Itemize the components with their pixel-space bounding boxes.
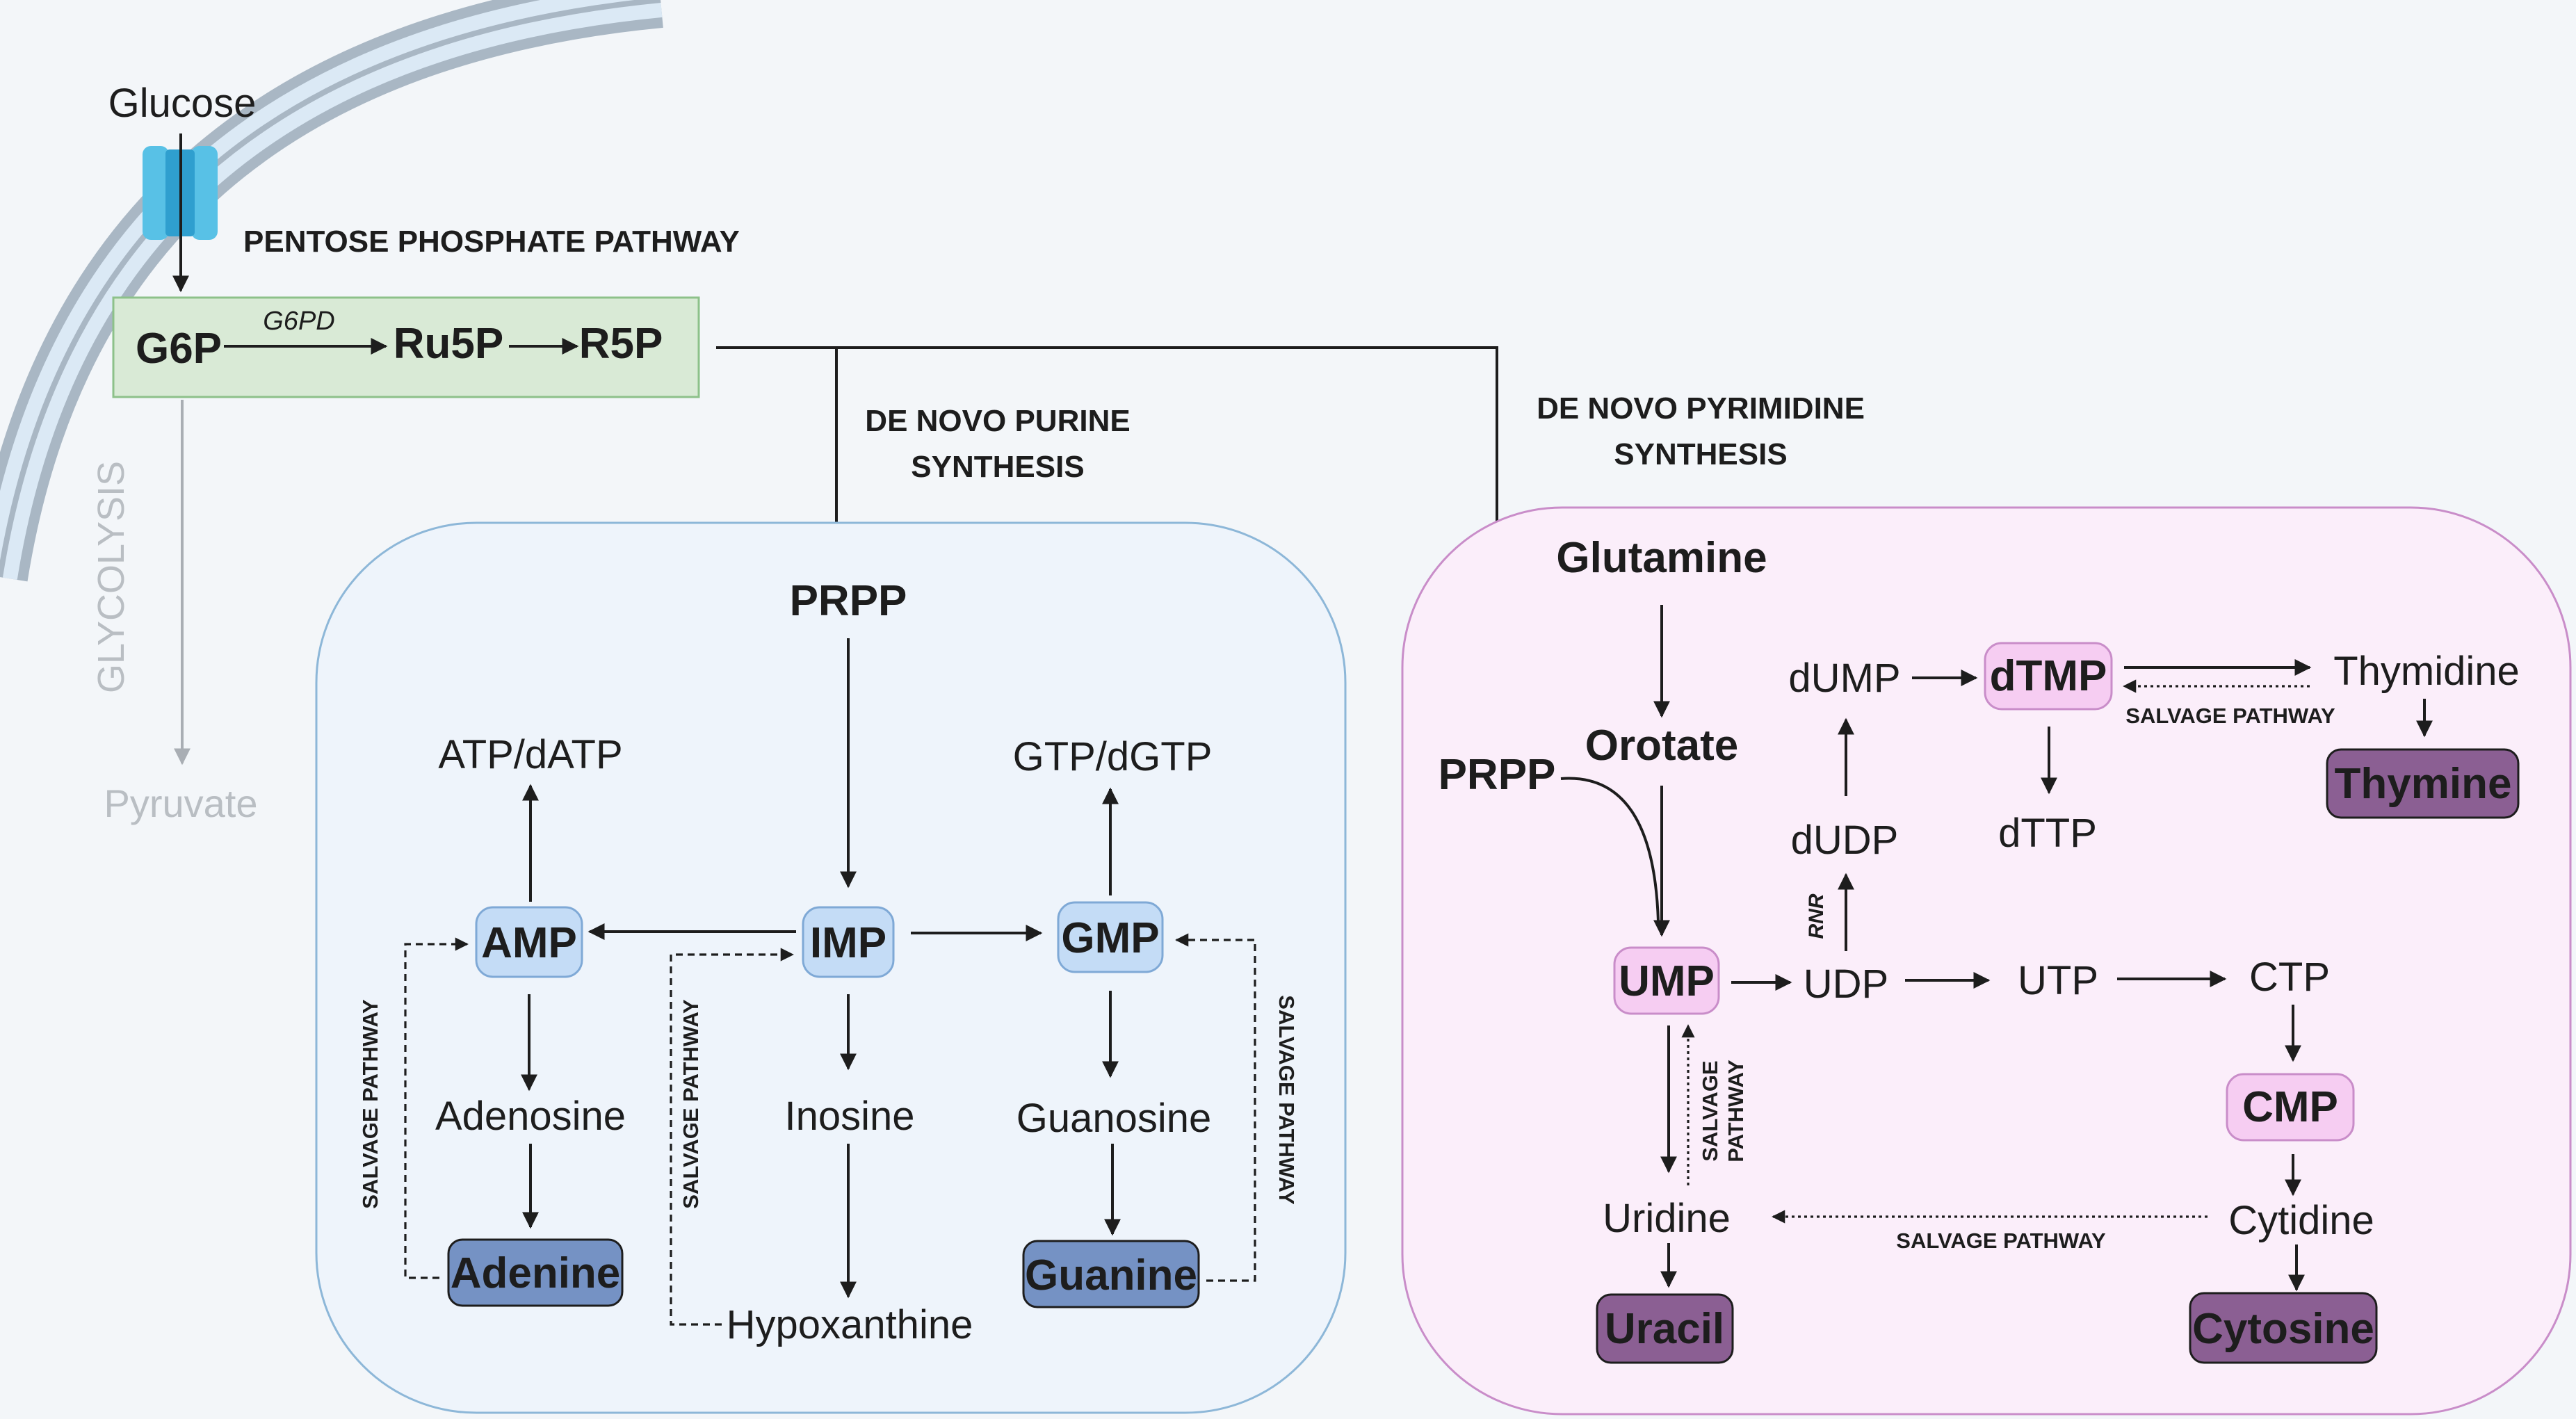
glucose-transporter-icon	[143, 146, 218, 240]
imp-node	[802, 906, 895, 978]
guanine-label: Guanine	[1025, 1251, 1197, 1299]
amp-node	[475, 906, 583, 978]
dump-label: dUMP	[1788, 656, 1900, 701]
ctp-label: CTP	[2249, 955, 2330, 1000]
cytidine-salvage-label: SALVAGE PATHWAY	[1896, 1229, 2106, 1253]
dudp-label: dUDP	[1791, 818, 1899, 863]
cytidine-label: Cytidine	[2228, 1198, 2374, 1243]
rnr-label: RNR	[1805, 893, 1828, 939]
utp-label: UTP	[2018, 958, 2098, 1003]
orotate-label: Orotate	[1585, 722, 1738, 770]
adenine-node	[447, 1238, 624, 1307]
imp-label: IMP	[810, 919, 886, 967]
glutamine-label: Glutamine	[1556, 534, 1767, 582]
ump-label: UMP	[1619, 957, 1715, 1005]
thymine-node	[2326, 748, 2520, 819]
inosine-label: Inosine	[784, 1094, 914, 1139]
cytosine-label: Cytosine	[2192, 1305, 2374, 1353]
gtp-dgtp-label: GTP/dGTP	[1013, 734, 1213, 779]
thymidine-label: Thymidine	[2333, 649, 2520, 694]
uracil-node	[1596, 1293, 1734, 1364]
pyrimidine-title-line1: DE NOVO PYRIMIDINE	[1537, 391, 1865, 425]
cmp-node	[2226, 1073, 2355, 1142]
hypoxanthine-label: Hypoxanthine	[727, 1302, 973, 1347]
dttp-label: dTTP	[1998, 811, 2097, 856]
g6p-label: G6P	[136, 325, 222, 373]
dtmp-salvage-label: SALVAGE PATHWAY	[2125, 704, 2335, 728]
pyrimidine-prpp: PRPP	[1439, 751, 1556, 799]
pyrimidine-title-line2: SYNTHESIS	[1614, 437, 1787, 471]
adenine-label: Adenine	[451, 1249, 621, 1297]
purine-salvage-label-1: SALVAGE PATHWAY	[358, 999, 382, 1209]
purine-title-line2: SYNTHESIS	[911, 450, 1084, 484]
purine-title-line1: DE NOVO PURINE	[865, 404, 1130, 438]
purine-salvage-label-2: SALVAGE PATHWAY	[679, 999, 703, 1209]
ppp-box	[112, 296, 700, 398]
ru5p-label: Ru5P	[394, 320, 503, 368]
guanosine-label: Guanosine	[1016, 1096, 1212, 1141]
glucose-label: Glucose	[108, 81, 257, 126]
r5p-label: R5P	[579, 320, 663, 368]
thymine-label: Thymine	[2335, 760, 2512, 808]
ump-node	[1613, 946, 1720, 1015]
cmp-label: CMP	[2242, 1083, 2338, 1131]
pyruvate-label: Pyruvate	[104, 781, 258, 825]
udp-label: UDP	[1804, 962, 1888, 1007]
adenosine-label: Adenosine	[435, 1094, 626, 1139]
atp-datp-label: ATP/dATP	[438, 732, 622, 777]
ump-salvage-label-line1: SALVAGE	[1698, 1060, 1722, 1161]
amp-label: AMP	[481, 919, 577, 967]
guanine-node	[1022, 1240, 1200, 1308]
gmp-node	[1057, 901, 1164, 973]
glycolysis-label: GLYCOLYSIS	[90, 461, 132, 693]
dtmp-label: dTMP	[1990, 652, 2107, 700]
purine-prpp: PRPP	[790, 577, 907, 625]
dtmp-node	[1984, 642, 2113, 711]
uracil-label: Uracil	[1605, 1305, 1724, 1353]
gmp-label: GMP	[1061, 914, 1159, 962]
purine-salvage-label-3: SALVAGE PATHWAY	[1274, 995, 1299, 1205]
ump-salvage-label-line2: PATHWAY	[1724, 1060, 1748, 1162]
pyrimidine-box	[1401, 506, 2572, 1416]
ppp-title: PENTOSE PHOSPHATE PATHWAY	[243, 225, 740, 259]
g6pd-label: G6PD	[263, 307, 334, 336]
cytosine-node	[2189, 1292, 2378, 1364]
uridine-label: Uridine	[1603, 1196, 1731, 1241]
